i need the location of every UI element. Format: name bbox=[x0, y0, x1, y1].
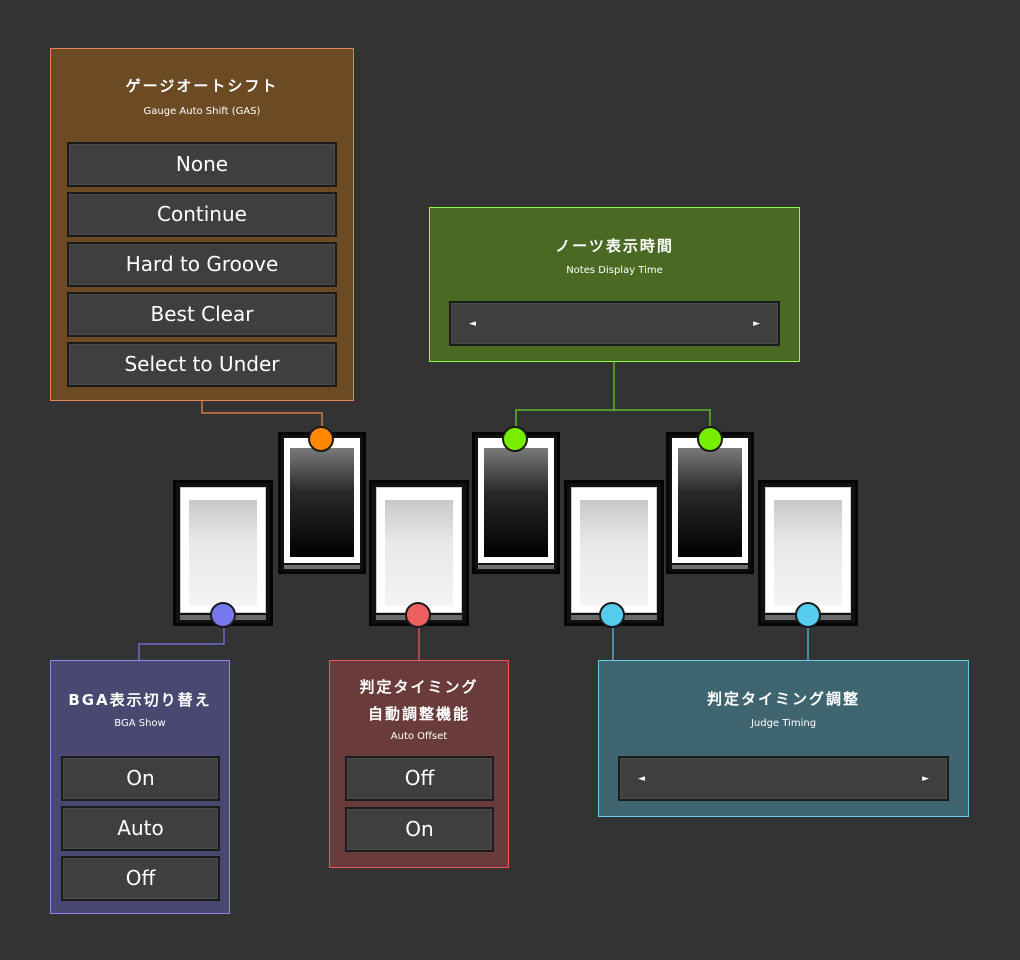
key-5-white bbox=[564, 480, 664, 626]
offset-option-off[interactable]: Off bbox=[345, 756, 494, 801]
offset-panel-title-line2: 自動調整機能 bbox=[367, 705, 470, 723]
gauge-connector-dot bbox=[308, 426, 334, 452]
offset-connector-dot bbox=[405, 602, 431, 628]
notes-display-time-panel: ノーツ表示時間 Notes Display Time ◄ ► bbox=[429, 207, 800, 362]
key-6-black bbox=[666, 432, 754, 574]
key-4-black bbox=[472, 432, 560, 574]
bga-option-on[interactable]: On bbox=[61, 756, 220, 801]
arrow-left-icon[interactable]: ◄ bbox=[638, 773, 645, 784]
bga-option-auto[interactable]: Auto bbox=[61, 806, 220, 851]
gauge-option-continue[interactable]: Continue bbox=[67, 192, 337, 237]
key-1-white bbox=[173, 480, 273, 626]
gauge-auto-shift-panel: ゲージオートシフト Gauge Auto Shift (GAS) None Co… bbox=[50, 48, 354, 401]
notes-panel-title: ノーツ表示時間 bbox=[555, 237, 674, 255]
notes-connector-dot-right bbox=[697, 426, 723, 452]
auto-offset-panel: 判定タイミング 自動調整機能 Auto Offset Off On bbox=[329, 660, 509, 868]
notes-display-time-slider[interactable]: ◄ ► bbox=[449, 301, 780, 346]
gauge-panel-subtitle: Gauge Auto Shift (GAS) bbox=[143, 106, 261, 117]
arrow-right-icon[interactable]: ► bbox=[753, 318, 760, 329]
judge-panel-subtitle: Judge Timing bbox=[750, 718, 817, 729]
judge-panel-title: 判定タイミング調整 bbox=[706, 690, 860, 708]
judge-connector-dot-right bbox=[795, 602, 821, 628]
offset-option-on[interactable]: On bbox=[345, 807, 494, 852]
gauge-option-none[interactable]: None bbox=[67, 142, 337, 187]
judge-timing-slider[interactable]: ◄ ► bbox=[618, 756, 949, 801]
gauge-option-best-clear[interactable]: Best Clear bbox=[67, 292, 337, 337]
bga-connector-dot bbox=[210, 602, 236, 628]
judge-timing-panel: 判定タイミング調整 Judge Timing ◄ ► bbox=[598, 660, 969, 817]
key-2-black bbox=[278, 432, 366, 574]
gauge-option-select-to-under[interactable]: Select to Under bbox=[67, 342, 337, 387]
arrow-right-icon[interactable]: ► bbox=[922, 773, 929, 784]
gauge-option-hard-to-groove[interactable]: Hard to Groove bbox=[67, 242, 337, 287]
bga-show-panel: BGA表示切り替え BGA Show On Auto Off bbox=[50, 660, 230, 914]
bga-panel-title: BGA表示切り替え bbox=[68, 691, 212, 709]
notes-connector-dot-left bbox=[502, 426, 528, 452]
offset-panel-subtitle: Auto Offset bbox=[390, 731, 448, 742]
gauge-panel-title: ゲージオートシフト bbox=[125, 77, 279, 95]
judge-connector-dot-left bbox=[599, 602, 625, 628]
arrow-left-icon[interactable]: ◄ bbox=[469, 318, 476, 329]
bga-panel-subtitle: BGA Show bbox=[114, 718, 166, 729]
notes-panel-subtitle: Notes Display Time bbox=[566, 265, 663, 276]
offset-panel-title-line1: 判定タイミング bbox=[359, 678, 479, 696]
bga-option-off[interactable]: Off bbox=[61, 856, 220, 901]
